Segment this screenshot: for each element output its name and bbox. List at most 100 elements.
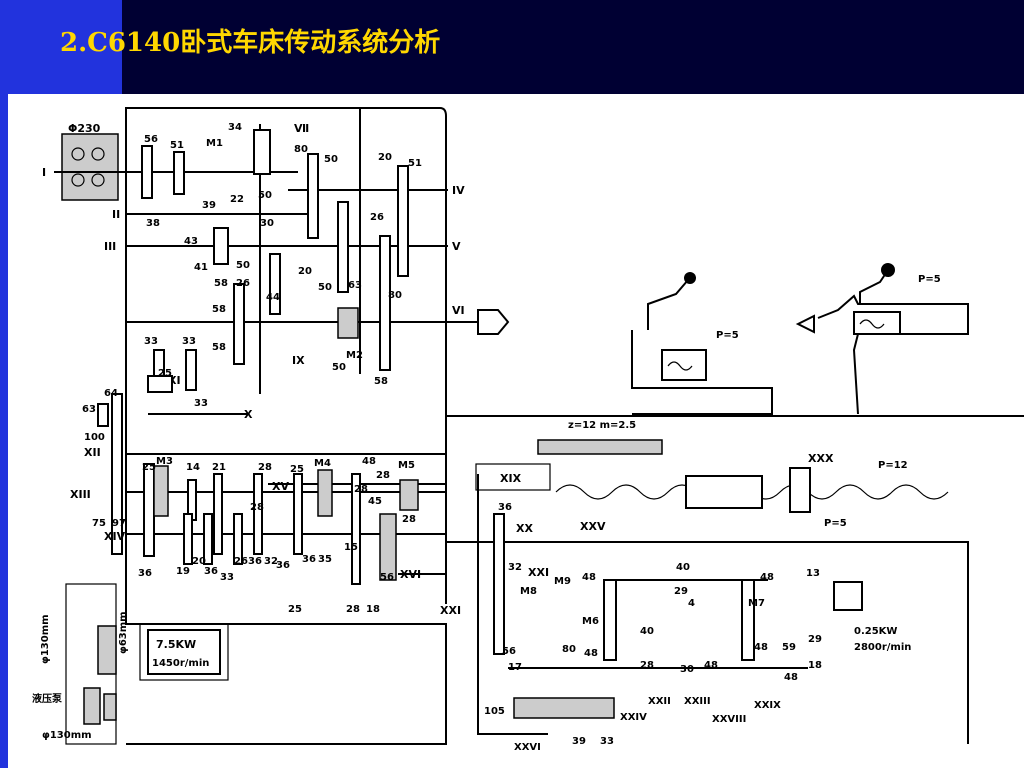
gear-48b xyxy=(741,579,755,661)
shaft-XX-label: XX xyxy=(516,522,533,535)
pump-label: 液压泵 xyxy=(32,692,63,705)
shaft-XXI-label: XXI xyxy=(528,566,549,579)
svg-text:58: 58 xyxy=(212,342,226,353)
svg-text:32: 32 xyxy=(264,556,278,567)
M9-label: M9 xyxy=(554,576,571,587)
svg-text:13: 13 xyxy=(806,568,820,579)
svg-text:34: 34 xyxy=(228,122,242,133)
gear-51 xyxy=(173,151,185,195)
fast-motor xyxy=(833,581,863,611)
gear-20 xyxy=(203,513,213,565)
shaft-XXIII-label: XXIII xyxy=(684,696,711,707)
gear-33b xyxy=(185,349,197,391)
shaft-IX-label: IX xyxy=(292,354,305,367)
svg-text:30: 30 xyxy=(680,664,694,675)
feed-nut xyxy=(685,475,763,509)
gear-63 xyxy=(97,403,109,427)
gear-41 xyxy=(213,227,229,265)
svg-text:36: 36 xyxy=(498,502,512,513)
svg-text:58: 58 xyxy=(212,304,226,315)
gear-105-label: 105 xyxy=(484,706,505,717)
svg-text:33: 33 xyxy=(194,398,208,409)
svg-text:48: 48 xyxy=(584,648,598,659)
svg-text:38: 38 xyxy=(146,218,160,229)
shaft-XVI-label: XVI xyxy=(400,568,421,581)
svg-text:28: 28 xyxy=(640,660,654,671)
gear-39-label: 39 xyxy=(572,736,586,747)
gear-25d xyxy=(293,473,303,555)
svg-text:25: 25 xyxy=(288,604,302,615)
svg-text:33: 33 xyxy=(220,572,234,583)
svg-text:35: 35 xyxy=(318,554,332,565)
svg-text:50: 50 xyxy=(258,190,272,201)
gear-25 xyxy=(147,375,173,393)
shaft-I-label: I xyxy=(42,166,46,179)
svg-text:63: 63 xyxy=(82,404,96,415)
svg-text:26: 26 xyxy=(370,212,384,223)
gear-58b xyxy=(379,235,391,371)
shaft-XIX-label: XIX xyxy=(500,472,522,485)
svg-text:50: 50 xyxy=(236,260,250,271)
M3-label: M3 xyxy=(156,456,173,467)
svg-text:18: 18 xyxy=(808,660,822,671)
pitch-P5-a: P=5 xyxy=(716,330,739,341)
svg-text:97: 97 xyxy=(112,518,126,529)
svg-text:80: 80 xyxy=(388,290,402,301)
d130-bottom-label: φ130mm xyxy=(42,730,92,741)
svg-text:40: 40 xyxy=(676,562,690,573)
svg-text:18: 18 xyxy=(366,604,380,615)
carriage-block-left xyxy=(631,330,773,415)
apron-housing xyxy=(548,541,969,744)
svg-text:48: 48 xyxy=(582,572,596,583)
shaft-XXI-label-2: XXI xyxy=(440,604,461,617)
pulley-label: Φ230 xyxy=(68,122,101,135)
svg-text:50: 50 xyxy=(324,154,338,165)
svg-text:59: 59 xyxy=(782,642,796,653)
svg-text:56: 56 xyxy=(380,572,394,583)
shaft-XXII-label: XXII xyxy=(648,696,671,707)
gear-44 xyxy=(269,253,281,315)
gear-19 xyxy=(183,513,193,565)
pump-pulley xyxy=(83,687,101,725)
svg-text:28: 28 xyxy=(346,604,360,615)
carriage-lever-left xyxy=(647,279,689,330)
gear-50 xyxy=(337,201,349,293)
svg-text:56: 56 xyxy=(502,646,516,657)
svg-text:58: 58 xyxy=(374,376,388,387)
gear-36 xyxy=(493,513,505,655)
gear-25c xyxy=(143,463,155,557)
svg-text:15: 15 xyxy=(344,542,358,553)
shaft-IV-label: IV xyxy=(452,184,465,197)
svg-text:48: 48 xyxy=(760,572,774,583)
svg-text:40: 40 xyxy=(640,626,654,637)
main-motor-power: 7.5KW xyxy=(156,638,196,651)
svg-text:30: 30 xyxy=(260,218,274,229)
svg-text:43: 43 xyxy=(184,236,198,247)
shaft-XII-label: XII xyxy=(84,446,101,459)
fast-motor-speed: 2800r/min xyxy=(854,642,911,653)
shaft-XIII-label: XIII xyxy=(70,488,91,501)
gear-21 xyxy=(213,473,223,555)
shaft-II-label: II xyxy=(112,208,120,221)
svg-text:56: 56 xyxy=(144,134,158,145)
gear-56b xyxy=(379,513,397,581)
clutch-M4 xyxy=(317,469,333,517)
shaft-XV-label: XV xyxy=(272,480,289,493)
svg-text:44: 44 xyxy=(266,292,280,303)
svg-text:41: 41 xyxy=(194,262,208,273)
worm-wheel xyxy=(513,697,615,719)
svg-text:51: 51 xyxy=(170,140,184,151)
shaft-XIV-label: XIV xyxy=(104,530,126,543)
shaft-XXX-label: XXX xyxy=(808,452,834,465)
svg-text:36: 36 xyxy=(276,560,290,571)
clutch-M3 xyxy=(153,465,169,517)
svg-text:28: 28 xyxy=(402,514,416,525)
shaft-XXVIII-label: XXVIII xyxy=(712,714,746,725)
svg-text:48: 48 xyxy=(754,642,768,653)
M4-label: M4 xyxy=(314,458,331,469)
d63-label: φ63mm xyxy=(118,611,129,654)
svg-text:32: 32 xyxy=(508,562,522,573)
svg-text:33: 33 xyxy=(182,336,196,347)
shaft-X-label: X xyxy=(244,408,253,421)
gear-48 xyxy=(603,579,617,661)
